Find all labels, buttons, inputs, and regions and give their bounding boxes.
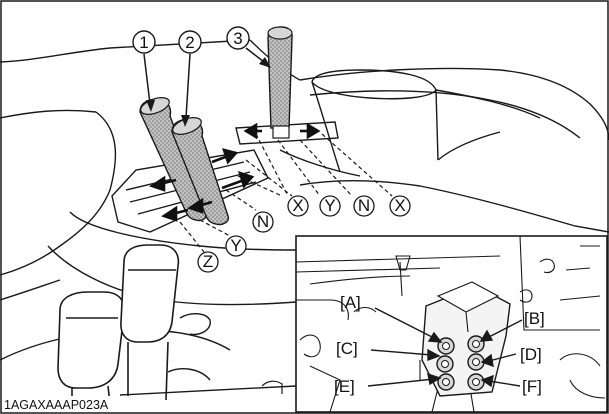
lever-number-2: 2: [185, 33, 194, 52]
lever-callout-3: 3: [226, 26, 271, 68]
figure-code: 1AGAXAAAP023A: [4, 398, 109, 412]
port-leader-arrows: [367, 307, 523, 388]
position-label-x-right-2: X: [389, 195, 411, 217]
detail-inset: [A] [B] [C] [D] [E] [F]: [295, 235, 608, 413]
shift-direction-arrows: [149, 122, 321, 222]
hydraulic-port-c: [436, 355, 454, 373]
figure-code-backdrop: [2, 396, 160, 412]
hose-fitting: [261, 380, 283, 394]
hydraulic-port-a: [437, 337, 455, 355]
port-label-b: [B]: [524, 309, 545, 328]
hydraulic-port-f: [467, 373, 485, 391]
port-label-c: [C]: [336, 339, 358, 358]
hydraulic-port-e: [437, 373, 455, 391]
lever-callout-1: 1: [132, 30, 156, 112]
lever-number-1: 1: [139, 33, 148, 52]
position-label-z-left: Z: [197, 251, 219, 273]
lever-callout-2: 2: [178, 30, 202, 127]
port-label-e: [E]: [334, 377, 355, 396]
position-label-n-left: N: [252, 211, 274, 233]
svg-text:X: X: [394, 196, 405, 215]
svg-text:Z: Z: [203, 252, 213, 271]
position-label-y-left: Y: [225, 235, 247, 257]
position-label-n-right: N: [353, 195, 375, 217]
svg-text:Y: Y: [324, 196, 335, 215]
svg-text:X: X: [292, 196, 303, 215]
position-label-y-right: Y: [319, 195, 341, 217]
port-label-d: [D]: [520, 345, 542, 364]
port-label-a: [A]: [340, 293, 361, 312]
position-label-x-right-1: X: [287, 195, 309, 217]
svg-text:Y: Y: [230, 236, 241, 255]
port-label-f: [F]: [522, 377, 542, 396]
hydraulic-port-b: [467, 335, 485, 353]
svg-text:N: N: [257, 212, 269, 231]
lever-number-3: 3: [233, 29, 242, 48]
svg-text:N: N: [358, 196, 370, 215]
coupler-cap: [436, 281, 500, 313]
position-guide-lines: [179, 133, 393, 253]
lever-3-handle: [267, 26, 293, 139]
inset-background-linework: [295, 235, 606, 413]
brake-pedals: [57, 244, 180, 405]
